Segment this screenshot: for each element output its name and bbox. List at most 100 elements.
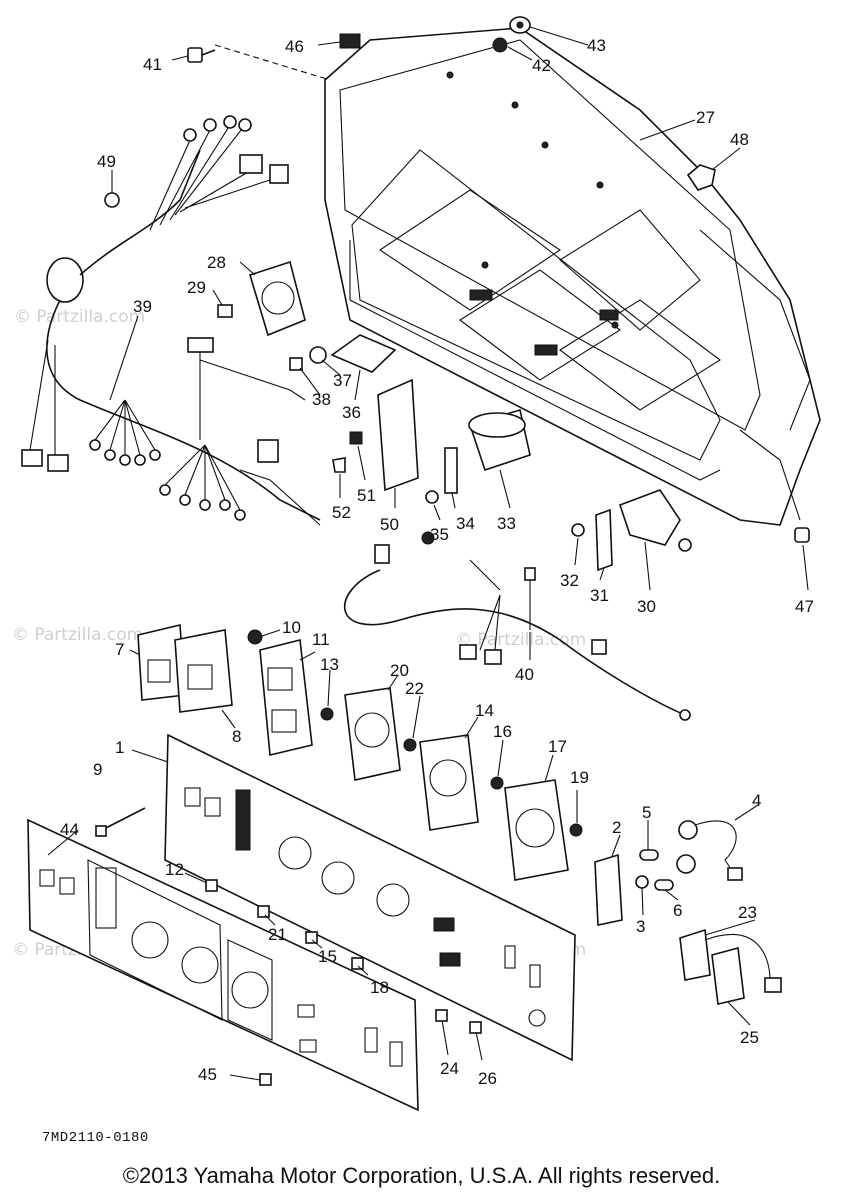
hour-meter-28 [249,260,306,337]
receptacle-17 [504,779,569,881]
screw-41 [187,44,331,81]
callout-13: 13 [320,655,339,674]
clip-51 [349,431,363,445]
callout-38: 38 [312,390,331,409]
screw-3 [635,875,649,889]
lens-5 [639,849,659,861]
plate-2 [594,853,623,926]
cover-panel-44 [27,818,419,1112]
callout-7: 7 [115,640,124,659]
washer-37 [309,346,327,364]
callout-17: 17 [548,737,567,756]
callout-27: 27 [696,108,715,127]
receptacle-20 [344,687,401,781]
callout-26: 26 [478,1069,497,1088]
lens-6 [654,879,674,891]
wire-lead-40 [344,531,691,721]
callout-39: 39 [133,297,152,316]
callout-9: 9 [93,760,102,779]
callout-18: 18 [370,978,389,997]
callout-46: 46 [285,37,304,56]
callout-5: 5 [642,803,651,822]
switch-25 [711,946,745,1005]
copyright-notice: ©2013 Yamaha Motor Corporation, U.S.A. A… [122,1163,721,1188]
screw-21 [257,905,270,918]
nut-19 [569,823,583,837]
bracket-34 [444,447,458,494]
nut-16 [490,776,504,790]
breaker-8 [174,629,233,713]
callout-48: 48 [730,130,749,149]
screw-35 [425,490,439,504]
callout-10: 10 [282,618,301,637]
plate-31 [595,508,613,572]
callout-49: 49 [97,152,116,171]
callout-1: 1 [115,738,124,757]
screw-29 [217,304,233,318]
control-box-housing [324,27,821,526]
callout-2: 2 [612,818,621,837]
callout-51: 51 [357,486,376,505]
label-46 [339,33,361,49]
callout-28: 28 [207,253,226,272]
screw-24 [435,1009,448,1022]
screw-9 [95,807,146,837]
watermark: © Partzilla.com [12,625,143,645]
callout-22: 22 [405,679,424,698]
callout-52: 52 [332,503,351,522]
callout-42: 42 [532,56,551,75]
circuit-board-50 [377,378,419,492]
callout-15: 15 [318,947,337,966]
lamp-4 [676,820,743,881]
callout-47: 47 [795,597,814,616]
screw-45 [259,1073,272,1086]
callout-50: 50 [380,515,399,534]
callout-31: 31 [590,586,609,605]
callout-34: 34 [456,514,475,533]
grommet-49 [104,192,120,208]
callout-45: 45 [198,1065,217,1084]
receptacle-11 [259,639,313,756]
watermark: © Partzilla.com [14,307,145,327]
callout-33: 33 [497,514,516,533]
screw-18 [351,957,364,970]
callout-21: 21 [268,925,287,944]
callout-40: 40 [515,665,534,684]
callout-36: 36 [342,403,361,422]
callout-3: 3 [636,917,645,936]
screw-12 [205,879,218,892]
callout-43: 43 [587,36,606,55]
callout-14: 14 [475,701,494,720]
callout-12: 12 [165,860,184,879]
screw-26 [469,1021,482,1034]
callout-numbers: 1 2 3 4 5 6 7 8 9 10 11 12 13 14 15 16 1… [60,36,814,1088]
callout-16: 16 [493,722,512,741]
callout-4: 4 [752,791,761,810]
callout-25: 25 [740,1028,759,1047]
cover-36 [330,334,397,373]
nut-22 [403,738,417,752]
screw-32 [571,523,585,537]
washer-43 [509,16,531,34]
leader-lines [47,26,809,1081]
nut-13 [320,707,334,721]
callout-20: 20 [390,661,409,680]
callout-6: 6 [673,901,682,920]
callout-35: 35 [430,525,449,544]
diagram-code: 7MD2110-0180 [42,1130,149,1146]
nut-10 [247,629,263,645]
callout-8: 8 [232,727,241,746]
front-panel-1 [164,733,576,1062]
switch-23 [679,928,782,993]
switch-30 [618,489,692,552]
callout-24: 24 [440,1059,459,1078]
callout-37: 37 [333,371,352,390]
nut-42 [492,37,508,53]
callout-30: 30 [637,597,656,616]
grommet-47 [794,527,810,543]
screw-38 [289,357,303,371]
bushing-48 [686,164,716,191]
callout-11: 11 [312,630,330,649]
condenser-33 [468,408,531,472]
